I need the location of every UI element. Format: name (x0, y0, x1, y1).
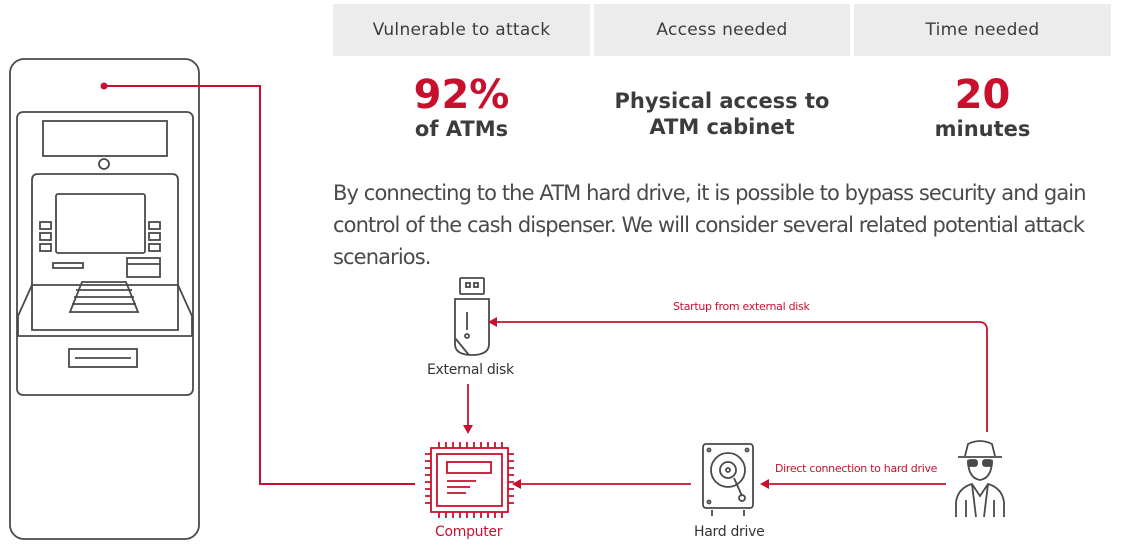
header-access: Access needed (594, 4, 850, 56)
label-external-disk: External disk (427, 362, 514, 378)
computer-chip-icon (425, 442, 514, 518)
label-direct-connection: Direct connection to hard drive (775, 462, 938, 475)
stat-vulnerable-unit: of ATMs (414, 117, 509, 141)
atm-icon (9, 58, 200, 540)
stat-access-line1: Physical access to (614, 89, 830, 113)
atm-to-computer-line (104, 85, 415, 485)
stat-time: 20 minutes (854, 74, 1111, 142)
hard-drive-icon (702, 443, 754, 516)
description-text: By connecting to the ATM hard drive, it … (333, 181, 1087, 269)
arrow-startup-external (488, 317, 988, 432)
header-vulnerable: Vulnerable to attack (333, 4, 590, 56)
stat-vulnerable: 92% of ATMs (333, 74, 590, 142)
stat-vulnerable-value: 92% (413, 72, 510, 118)
label-hard-drive: Hard drive (694, 524, 765, 540)
attacker-icon (955, 440, 1005, 518)
stat-time-unit: minutes (934, 117, 1031, 141)
label-computer: Computer (435, 524, 503, 540)
label-startup-external: Startup from external disk (673, 300, 810, 313)
stat-time-value: 20 (954, 72, 1011, 118)
header-time: Time needed (854, 4, 1111, 56)
usb-drive-icon (454, 277, 490, 356)
stat-access: Physical access to ATM cabinet (594, 88, 850, 140)
stat-access-line2: ATM cabinet (649, 115, 795, 139)
